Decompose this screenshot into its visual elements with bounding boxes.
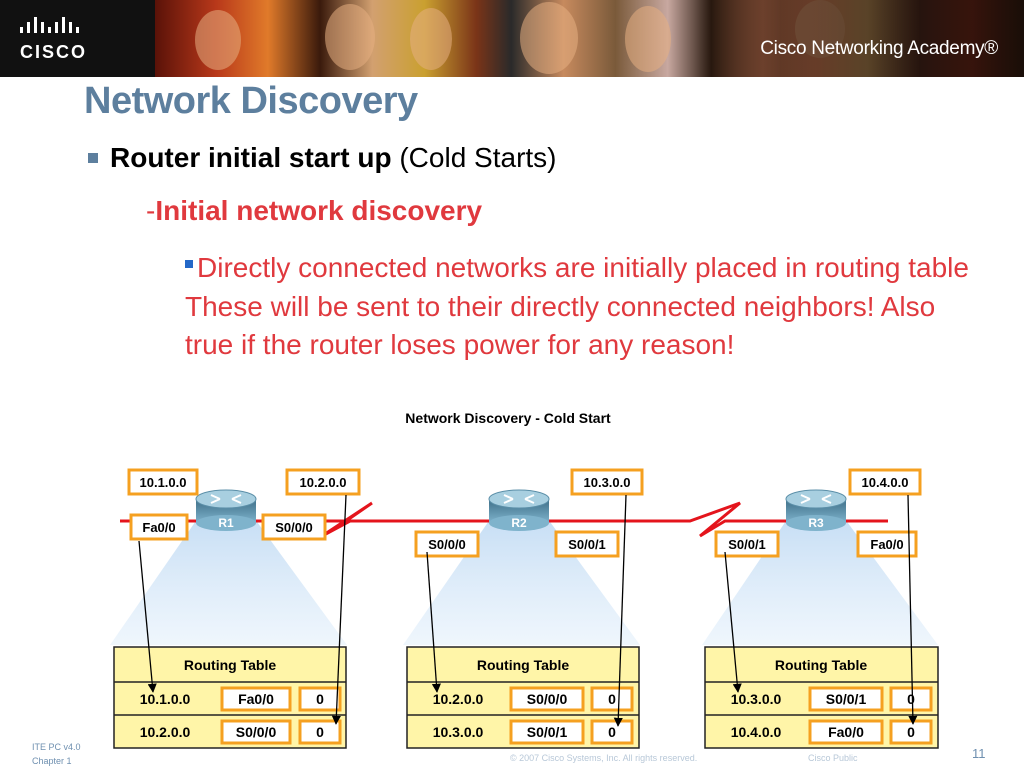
bullet-text: (Cold Starts): [391, 142, 557, 173]
svg-text:10.3.0.0: 10.3.0.0: [584, 475, 631, 490]
table-cell-interface: Fa0/0: [828, 724, 864, 740]
label-r1-right-interface: S0/0/0: [261, 513, 327, 541]
svg-text:10.2.0.0: 10.2.0.0: [300, 475, 347, 490]
svg-text:S0/0/0: S0/0/0: [428, 537, 466, 552]
label-r2-left-interface: S0/0/0: [414, 530, 480, 558]
arrow-icon: [426, 551, 441, 693]
network-diagram: Network Discovery - Cold Start R1 R2 R3 …: [110, 410, 939, 749]
routing-table-title: Routing Table: [184, 657, 276, 673]
table-cell-hops: 0: [907, 724, 915, 740]
routing-table-r3: Routing Table 10.3.0.0 S0/0/1 0 10.4.0.0…: [704, 646, 939, 749]
bullet-text: Directly connected networks are initiall…: [185, 252, 969, 360]
page-title: Network Discovery: [84, 80, 418, 122]
router-r3-beam: [702, 515, 938, 645]
table-cell-interface: Fa0/0: [238, 691, 274, 707]
label-r2-network: 10.3.0.0: [570, 468, 644, 496]
table-cell-interface: S0/0/0: [527, 691, 568, 707]
serial-link-r2-r3: [545, 501, 790, 538]
label-r1-left-network: 10.1.0.0: [127, 468, 199, 496]
router-r1[interactable]: R1: [195, 489, 257, 531]
routing-table-r1: Routing Table 10.1.0.0 Fa0/0 0 10.2.0.0 …: [113, 646, 347, 749]
footer-course: ITE PC v4.0: [32, 742, 81, 752]
label-r3-left-interface: S0/0/1: [714, 530, 780, 558]
routing-table-r2: Routing Table 10.2.0.0 S0/0/0 0 10.3.0.0…: [406, 646, 640, 749]
svg-text:10.1.0.0: 10.1.0.0: [140, 475, 187, 490]
router-label: R3: [808, 516, 824, 530]
diagram-title: Network Discovery - Cold Start: [405, 410, 611, 426]
dash-prefix: -: [146, 195, 156, 226]
routing-table-title: Routing Table: [477, 657, 569, 673]
bullet-square-icon: [88, 153, 98, 163]
table-cell-network: 10.2.0.0: [433, 691, 484, 707]
footer-chapter: Chapter 1: [32, 756, 72, 766]
table-cell-network: 10.3.0.0: [731, 691, 782, 707]
bullet-strong-text: Initial network discovery: [155, 195, 483, 226]
academy-title: Cisco Networking Academy®: [760, 38, 998, 59]
bullet-initial-discovery: -Initial network discovery: [146, 195, 482, 227]
serial-link-r1-r2: [252, 501, 493, 538]
label-r3-network: 10.4.0.0: [848, 468, 922, 496]
table-cell-hops: 0: [316, 691, 324, 707]
svg-text:Fa0/0: Fa0/0: [142, 520, 175, 535]
table-cell-hops: 0: [316, 724, 324, 740]
arrows: [138, 494, 918, 727]
bullet-strong-text: Router initial start up: [110, 142, 392, 173]
header-banner: CISCO Cisco Networking Academy®: [0, 0, 1024, 77]
arrow-icon: [724, 551, 742, 693]
arrow-icon: [138, 540, 157, 693]
arrow-icon: [613, 494, 627, 727]
label-r2-right-interface: S0/0/1: [554, 530, 620, 558]
table-cell-network: 10.4.0.0: [731, 724, 782, 740]
router-label: R1: [218, 516, 234, 530]
svg-text:S0/0/1: S0/0/1: [728, 537, 766, 552]
bullet-router-start-up: Router initial start up (Cold Starts): [88, 142, 557, 174]
table-cell-network: 10.1.0.0: [140, 691, 191, 707]
svg-text:Fa0/0: Fa0/0: [870, 537, 903, 552]
table-cell-network: 10.2.0.0: [140, 724, 191, 740]
table-cell-hops: 0: [608, 724, 616, 740]
table-cell-interface: S0/0/1: [527, 724, 568, 740]
people-photo-strip: [155, 0, 1024, 77]
label-r1-left-interface: Fa0/0: [129, 513, 189, 541]
label-r1-right-network: 10.2.0.0: [285, 468, 361, 496]
routing-table-title: Routing Table: [775, 657, 867, 673]
router-r1-beam: [110, 515, 347, 645]
label-r3-right-interface: Fa0/0: [856, 530, 918, 558]
table-cell-interface: S0/0/1: [826, 691, 867, 707]
bullet-directly-connected: Directly connected networks are initiall…: [185, 249, 975, 365]
svg-text:10.4.0.0: 10.4.0.0: [862, 475, 909, 490]
footer-copyright: © 2007 Cisco Systems, Inc. All rights re…: [510, 753, 698, 763]
arrow-icon: [331, 494, 347, 725]
page-number: 11: [972, 746, 986, 761]
arrow-icon: [907, 494, 918, 725]
router-r2[interactable]: R2: [488, 489, 550, 531]
router-r2-beam: [403, 515, 640, 645]
cisco-bars-icon: [20, 17, 79, 33]
bullet-square-icon: [185, 260, 193, 268]
cisco-logo: CISCO: [18, 14, 98, 64]
footer-course-info: ITE PC v4.0 Chapter 1: [32, 740, 81, 768]
svg-text:S0/0/1: S0/0/1: [568, 537, 606, 552]
table-cell-interface: S0/0/0: [236, 724, 277, 740]
footer-classification: Cisco Public: [808, 753, 858, 763]
svg-text:S0/0/0: S0/0/0: [275, 520, 313, 535]
table-cell-hops: 0: [608, 691, 616, 707]
router-r3[interactable]: R3: [785, 489, 847, 531]
table-cell-network: 10.3.0.0: [433, 724, 484, 740]
cisco-wordmark: CISCO: [20, 42, 88, 62]
router-label: R2: [511, 516, 527, 530]
table-cell-hops: 0: [907, 691, 915, 707]
